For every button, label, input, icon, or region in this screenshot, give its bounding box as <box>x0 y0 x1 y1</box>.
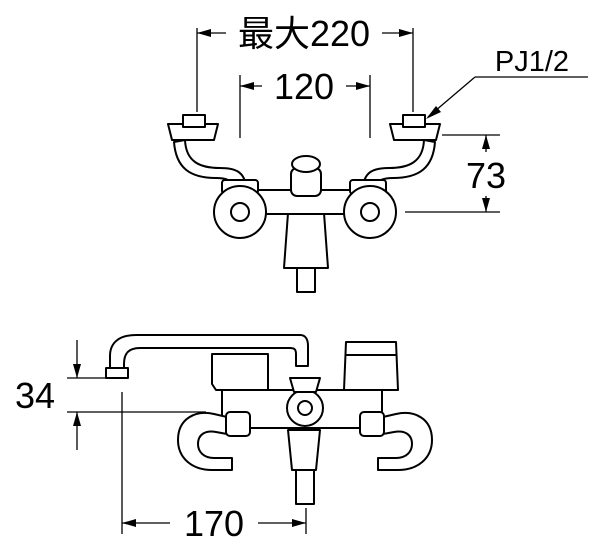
center-spout-cap <box>291 155 321 173</box>
left-eccentric-leg <box>177 412 241 471</box>
top-view <box>167 114 441 293</box>
left-eccentric-hub <box>230 202 250 222</box>
left-inlet-cap <box>182 114 206 128</box>
right-eccentric-leg <box>369 412 433 471</box>
spout-outlet-top <box>283 212 329 269</box>
dimension-label-inner-width: 120 <box>274 66 334 107</box>
spout-tip <box>105 367 129 379</box>
handle-knob <box>343 341 399 391</box>
spout-base-block <box>211 353 269 391</box>
dimension-label-max-width: 最大220 <box>238 13 370 54</box>
center-valve-core <box>297 400 313 416</box>
left-eccentric-nut <box>225 411 251 437</box>
dimension-label-height-side: 34 <box>15 375 55 416</box>
spout-arm <box>109 334 309 373</box>
front-view <box>105 334 433 505</box>
dimension-label-spout-reach: 170 <box>184 503 244 544</box>
dimension-label-height-top: 73 <box>466 155 506 196</box>
outlet-body-front <box>287 429 321 471</box>
center-valve-lever <box>289 377 321 393</box>
dimension-label-pipe-thread: PJ1/2 <box>495 46 569 78</box>
dimension-height-side: 34 <box>15 340 206 450</box>
dimension-pipe-thread: PJ1/2 <box>426 46 588 119</box>
dimension-spout-reach: 170 <box>121 392 307 544</box>
dimension-height-top: 73 <box>405 134 506 213</box>
right-eccentric-nut <box>359 411 385 437</box>
right-eccentric-hub <box>360 202 380 222</box>
dimension-max-width: 最大220 <box>196 13 414 112</box>
dimension-inner-width: 120 <box>239 66 371 138</box>
right-inlet-cap <box>402 114 426 128</box>
